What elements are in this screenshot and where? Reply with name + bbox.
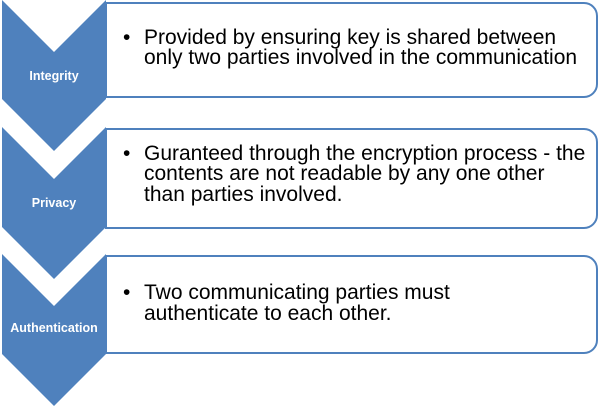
bullet-list: • Guranteed through the encryption proce… [107, 143, 596, 206]
description-box-authentication: • Two communicating parties must authent… [105, 255, 598, 354]
bullet-item: • Provided by ensuring key is shared bet… [107, 25, 596, 69]
chevron-authentication [2, 254, 106, 406]
bullet-item: • Guranteed through the encryption proce… [107, 141, 596, 206]
bullet-icon: • [123, 141, 131, 165]
bullet-list: • Two communicating parties must authent… [107, 281, 596, 325]
chevron-label-integrity: Integrity [29, 69, 79, 83]
bullet-text: Two communicating parties must authentic… [144, 281, 450, 325]
chevron-integrity [2, 0, 106, 151]
bullet-item: • Two communicating parties must authent… [107, 281, 596, 325]
bullet-icon: • [123, 25, 131, 49]
description-box-integrity: • Provided by ensuring key is shared bet… [105, 2, 598, 98]
bullet-icon: • [123, 281, 131, 304]
description-box-privacy: • Guranteed through the encryption proce… [105, 128, 598, 229]
chevron-label-privacy: Privacy [31, 196, 77, 210]
bullet-text: Guranteed through the encryption process… [144, 141, 586, 206]
chevron-privacy [2, 127, 106, 279]
bullet-list: • Provided by ensuring key is shared bet… [107, 27, 596, 69]
chevron-label-authentication: Authentication [10, 321, 98, 335]
bullet-text: Provided by ensuring key is shared betwe… [144, 25, 578, 69]
